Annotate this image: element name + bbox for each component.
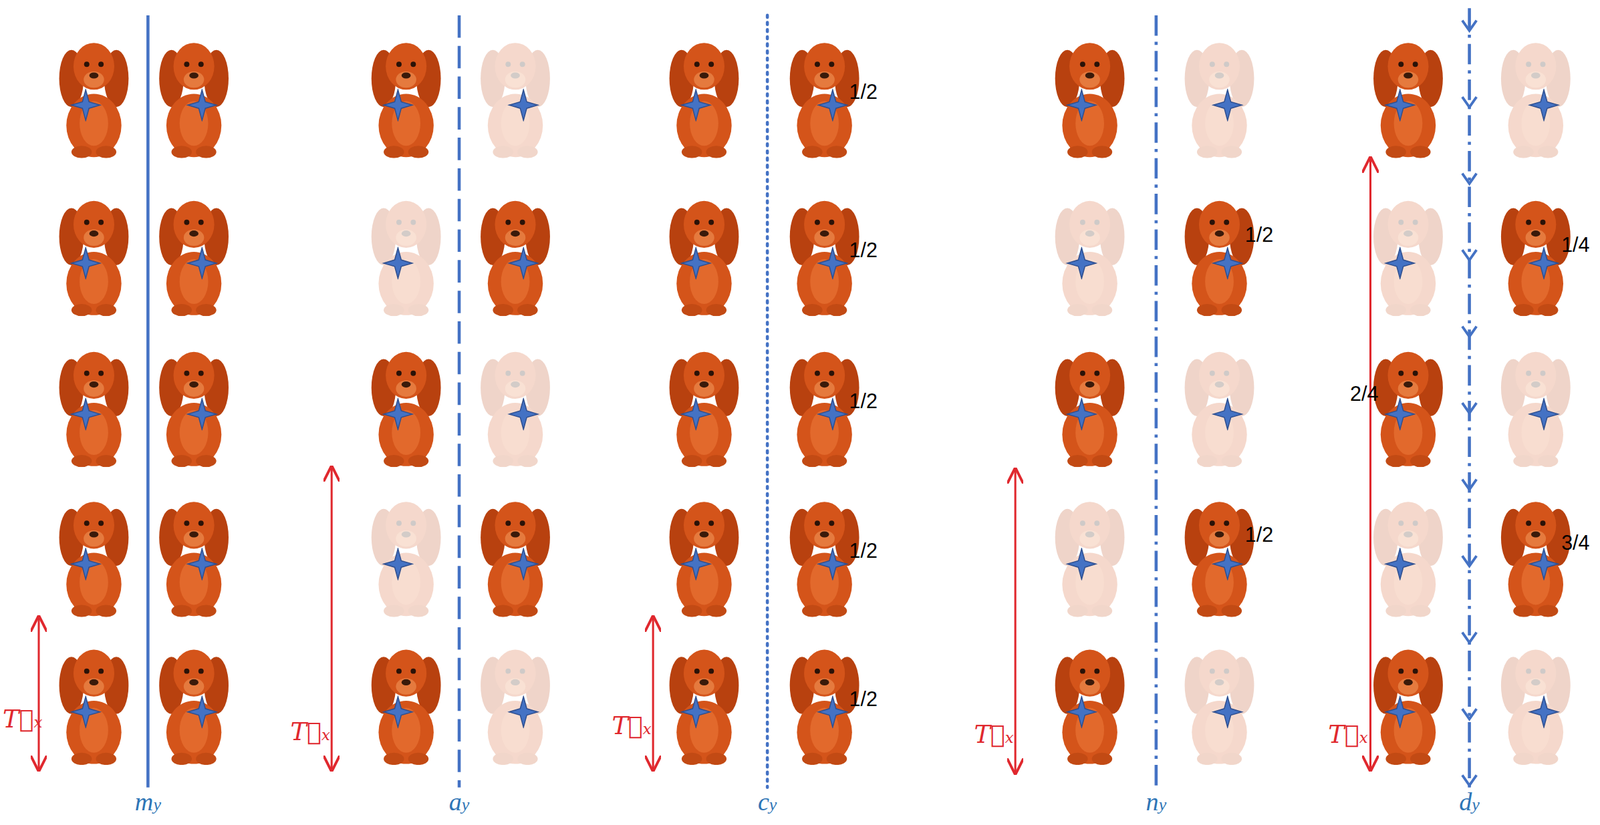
diamond-glide-column bbox=[1370, 8, 1570, 788]
fraction-label: 1/2 bbox=[848, 540, 877, 562]
fraction-label: 3/4 bbox=[1561, 532, 1590, 554]
axial-glide-column bbox=[331, 15, 551, 788]
translation-label: T⃗x bbox=[2, 707, 43, 732]
translation-label: T⃗x bbox=[611, 714, 651, 740]
fraction-label: 1/2 bbox=[1245, 524, 1274, 546]
translation-label: T⃗x bbox=[973, 722, 1014, 748]
translation-label: T⃗x bbox=[1327, 722, 1368, 748]
symmetry-symbol: dy bbox=[1458, 789, 1480, 815]
fraction-label: 1/4 bbox=[1561, 234, 1590, 256]
mirror-column bbox=[38, 15, 229, 788]
fraction-label: 1/2 bbox=[1245, 224, 1274, 246]
symmetry-symbol: ay bbox=[449, 789, 470, 815]
axial-glide-column bbox=[652, 15, 859, 788]
fraction-label: 1/2 bbox=[848, 390, 877, 412]
fraction-label: 1/2 bbox=[848, 81, 877, 103]
fraction-label: 1/2 bbox=[848, 239, 877, 261]
diagonal-glide-column bbox=[1015, 15, 1254, 788]
symmetry-symbol: my bbox=[135, 789, 162, 815]
fraction-label: 2/4 bbox=[1350, 383, 1379, 405]
translation-label: T⃗x bbox=[290, 720, 330, 746]
fraction-label: 1/2 bbox=[848, 689, 877, 710]
symmetry-symbol: ny bbox=[1146, 789, 1167, 815]
symmetry-symbol: cy bbox=[757, 789, 777, 815]
